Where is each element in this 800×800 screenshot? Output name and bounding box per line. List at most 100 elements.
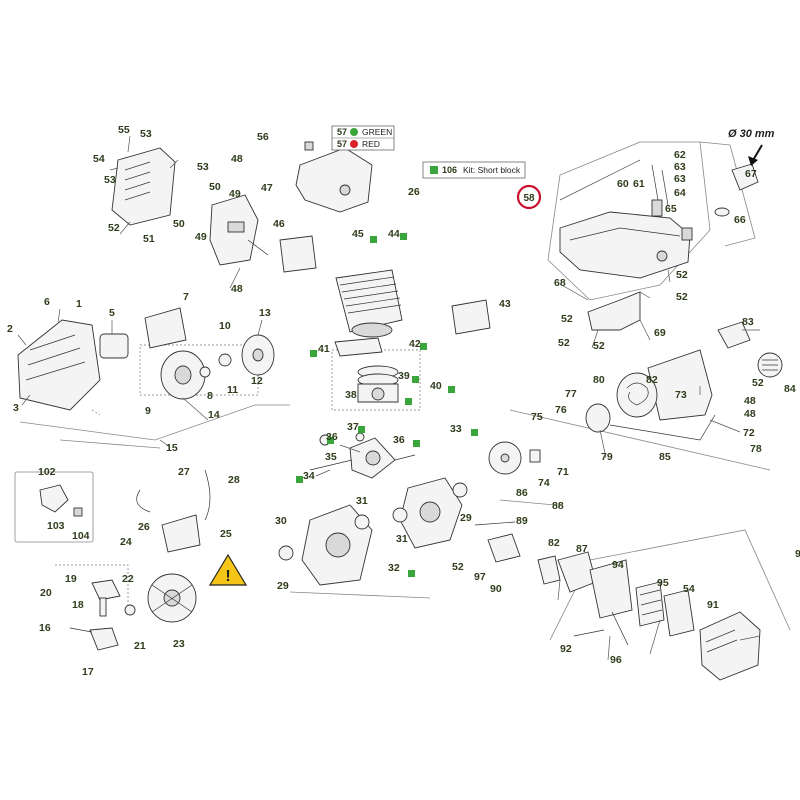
part-number-label: 42 <box>409 338 421 350</box>
part-number-label: 84 <box>784 383 796 395</box>
kit-marker-icon <box>420 343 427 350</box>
part-number-label: 11 <box>227 384 238 396</box>
arrow-down-icon <box>748 156 758 166</box>
leader-line <box>119 221 131 235</box>
part-number-label: 92 <box>560 643 572 655</box>
part-number-label: 66 <box>734 214 746 226</box>
fan-housing-part <box>17 319 101 411</box>
part-number-label: 53 <box>104 174 116 186</box>
part-number-label: 72 <box>743 427 755 439</box>
part-number-label: 21 <box>134 640 146 652</box>
crankcase-part <box>278 477 468 586</box>
kit-marker-icon <box>412 376 419 383</box>
leader-line <box>559 159 641 201</box>
kit-marker-icon <box>358 426 365 433</box>
part-number-label: 52 <box>752 377 764 389</box>
color-legend: 57 GREEN 57 RED <box>331 125 395 151</box>
leader-line <box>557 579 561 601</box>
leader-line <box>709 419 741 433</box>
svg-text:!: ! <box>225 568 230 585</box>
red-marker-icon <box>350 140 358 148</box>
kit-marker-icon <box>448 386 455 393</box>
part-number-label: 82 <box>548 537 560 549</box>
starter-assembly-part <box>585 321 783 441</box>
part-number-label: 87 <box>576 543 588 555</box>
kit-marker-icon <box>408 570 415 577</box>
fuel-cap-part <box>714 163 759 217</box>
part-number-label: 86 <box>516 487 528 499</box>
part-number-label: 29 <box>277 580 289 592</box>
part-number-label: 45 <box>352 228 364 240</box>
part-number-label: 77 <box>565 388 577 400</box>
part-number-label: 9 <box>145 405 151 417</box>
leader-line <box>599 429 607 459</box>
leader-line <box>182 397 209 421</box>
leader-line <box>639 291 651 299</box>
part-number-label: 75 <box>531 411 543 423</box>
part-number-label: 36 <box>326 431 338 443</box>
part-number-label: 8 <box>207 390 213 402</box>
part-number-label: 62 <box>674 149 686 161</box>
part-number-label: 12 <box>251 375 263 387</box>
kit-marker-icon <box>413 440 420 447</box>
part-number-label: 63 <box>674 161 686 173</box>
leader-line <box>127 135 131 153</box>
top-cover-part <box>295 141 373 213</box>
kit-marker-icon <box>310 350 317 357</box>
part-number-label: 48 <box>231 153 243 165</box>
leader-line <box>315 469 331 477</box>
part-number-label: 43 <box>499 298 511 310</box>
highlight-number: 58 <box>523 193 535 204</box>
part-number-label: 48 <box>231 283 243 295</box>
part-number-label: 60 <box>617 178 629 190</box>
crankshaft-part <box>309 432 416 479</box>
part-number-label: 104 <box>72 530 90 542</box>
part-number-label: 26 <box>138 521 150 533</box>
part-number-label: 83 <box>742 316 754 328</box>
part-number-label: 52 <box>676 269 688 281</box>
kit-marker-icon <box>296 476 303 483</box>
kit-marker-icon <box>405 398 412 405</box>
part-number-label: 52 <box>676 291 688 303</box>
part-number-label: 44 <box>388 228 400 240</box>
part-number-label: 64 <box>674 187 686 199</box>
part-number-label: 40 <box>430 380 442 392</box>
part-number-label: 52 <box>561 313 573 325</box>
part-number-label: 1 <box>76 298 82 310</box>
part-number-label: 52 <box>108 222 120 234</box>
air-filter-parts <box>573 559 761 681</box>
part-number-label: 61 <box>633 178 645 190</box>
part-number-label: 95 <box>657 577 669 589</box>
leader-line <box>257 319 263 336</box>
part-number-label: 10 <box>219 320 231 332</box>
carburetor-part <box>474 521 597 593</box>
part-number-label: 48 <box>744 395 756 407</box>
part-number-label: 79 <box>601 451 613 463</box>
part-number-label: 53 <box>140 128 152 140</box>
part-number-label: 46 <box>273 218 285 230</box>
part-number-label: 48 <box>744 408 756 420</box>
part-number-label: 49 <box>195 231 207 243</box>
kit-number: 106 <box>442 165 457 175</box>
dimension-callout: Ø 30 mm <box>728 128 775 166</box>
gasket-part <box>279 235 317 273</box>
highlight-ring-icon <box>516 184 542 210</box>
part-number-label: 26 <box>408 186 420 198</box>
dimension-text: Ø 30 mm <box>728 128 775 140</box>
part-number-label: 55 <box>118 124 130 136</box>
part-number-label: 52 <box>558 337 570 349</box>
part-number-label: 102 <box>38 466 56 478</box>
part-number-label: 63 <box>674 173 686 185</box>
part-number-label: 35 <box>325 451 337 463</box>
part-number-label: 97 <box>474 571 486 583</box>
fuel-filter-parts <box>651 164 669 217</box>
clutch-parts <box>99 307 275 400</box>
part-number-label: 6 <box>44 296 50 308</box>
part-number-label: 20 <box>40 587 52 599</box>
base-gasket-part <box>334 337 383 357</box>
piston-part <box>357 365 399 403</box>
part-number-label: 27 <box>178 466 190 478</box>
part-number-label: 15 <box>166 442 178 454</box>
part-number-label: 22 <box>122 573 134 585</box>
